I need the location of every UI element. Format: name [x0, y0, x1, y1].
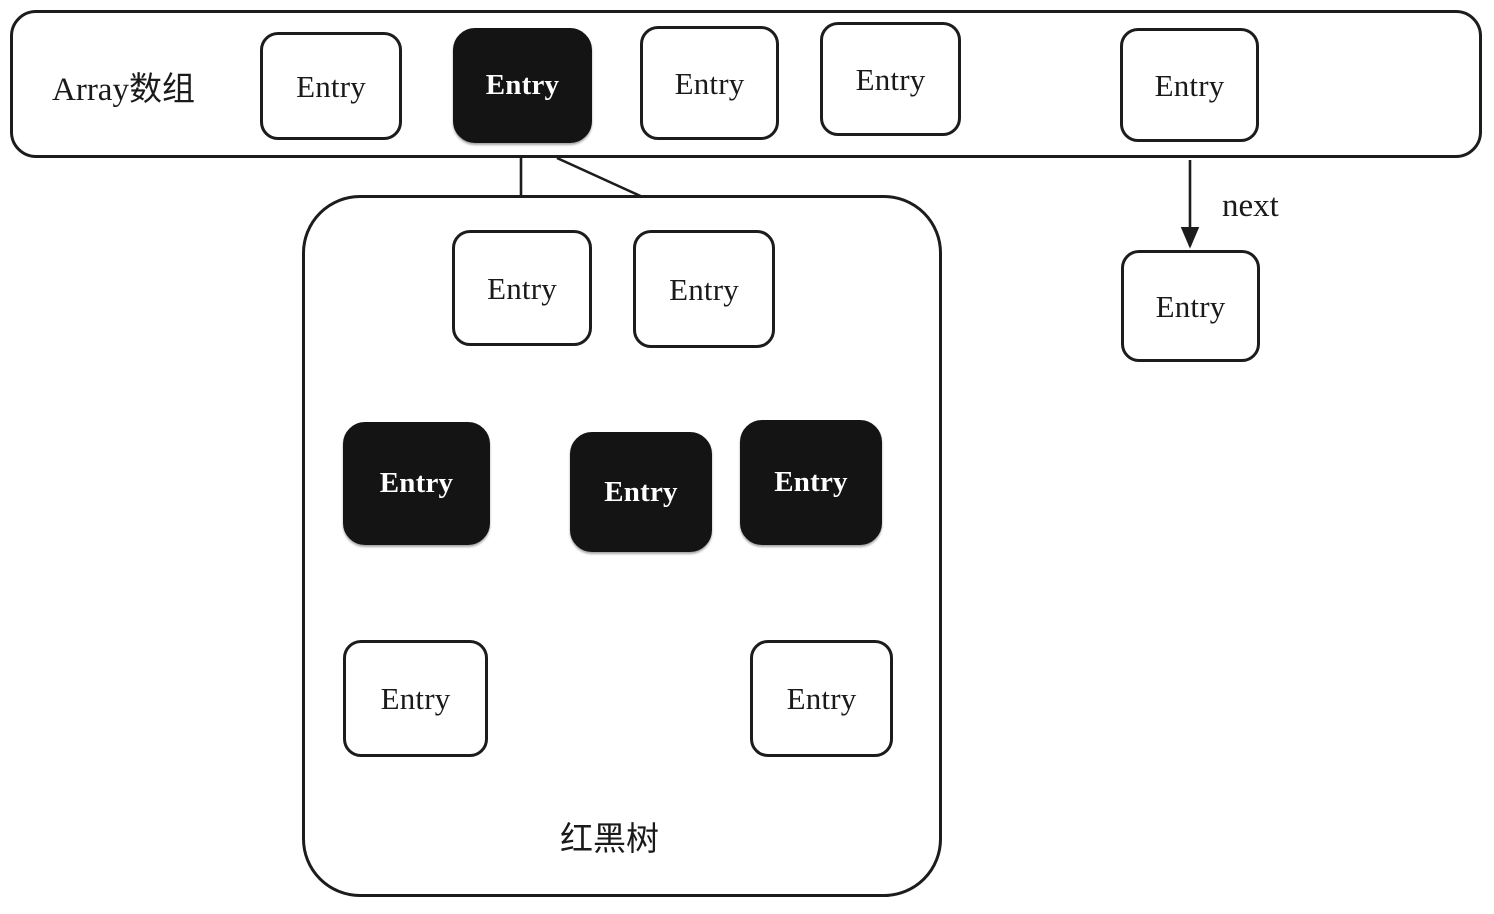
array-title-label: Array数组: [52, 72, 195, 108]
tree-mid-2-label: Entry: [604, 475, 678, 508]
tree-mid-2[interactable]: Entry: [570, 432, 712, 552]
array-slot-5-label: Entry: [1154, 67, 1225, 103]
array-slot-2[interactable]: Entry: [453, 28, 592, 143]
tree-mid-3[interactable]: Entry: [740, 420, 882, 545]
tree-root-2[interactable]: Entry: [633, 230, 775, 348]
array-slot-1-label: Entry: [296, 68, 366, 104]
tree-mid-3-label: Entry: [774, 466, 848, 498]
array-slot-1[interactable]: Entry: [260, 32, 402, 140]
array-slot-3-label: Entry: [674, 65, 745, 101]
array-slot-4[interactable]: Entry: [820, 22, 961, 136]
tree-leaf-2-label: Entry: [786, 681, 857, 716]
tree-leaf-1-label: Entry: [380, 681, 451, 716]
array-slot-5[interactable]: Entry: [1120, 28, 1259, 142]
array-slot-4-label: Entry: [855, 61, 926, 97]
tree-root-2-label: Entry: [669, 271, 739, 307]
tree-root-1-label: Entry: [487, 270, 557, 306]
next-edge-label: next: [1222, 188, 1279, 224]
tree-mid-1-label: Entry: [379, 467, 454, 499]
tree-leaf-1[interactable]: Entry: [343, 640, 488, 757]
tree-leaf-2[interactable]: Entry: [750, 640, 893, 757]
tree-root-1[interactable]: Entry: [452, 230, 592, 346]
list-entry-1[interactable]: Entry: [1121, 250, 1260, 362]
array-slot-3[interactable]: Entry: [640, 26, 779, 140]
tree-caption-label: 红黑树: [560, 819, 659, 858]
list-entry-1-label: Entry: [1155, 288, 1226, 324]
tree-mid-1[interactable]: Entry: [343, 422, 490, 545]
array-slot-2-label: Entry: [485, 69, 560, 101]
